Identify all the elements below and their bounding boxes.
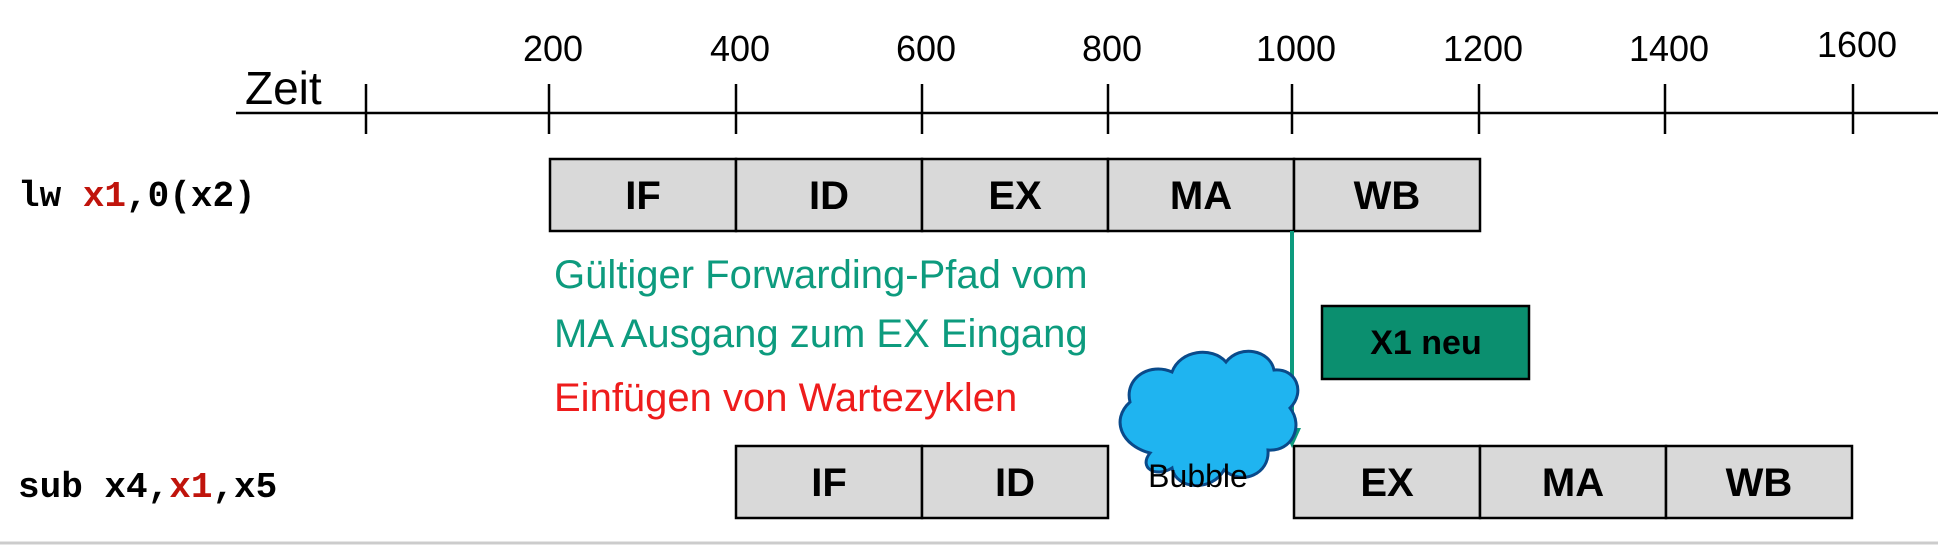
stall-text: Einfügen von Wartezyklen [554,376,1017,420]
time-tick-label: 1000 [1256,28,1336,69]
stage-label: MA [1542,461,1604,505]
time-tick-label: 1200 [1443,28,1523,69]
stage-label: IF [811,461,847,505]
stage-label: MA [1170,174,1232,218]
bubble-label: Bubble [1148,458,1248,494]
instruction-text: ,0(x2) [126,176,256,217]
stage-wb: WB [1292,157,1482,233]
stage-label: IF [625,174,661,218]
forwarding-text-line1: Gültiger Forwarding-Pfad vom [554,253,1088,297]
register-value-box: X1 neu [1320,304,1531,381]
time-axis-label: Zeit [245,62,322,114]
time-axis-ticks: 200 400 600 800 1000 1200 1400 1600 [523,24,1897,134]
stage-label: EX [988,174,1042,218]
time-tick-label: 400 [710,28,770,69]
instruction-text: lw [18,176,83,217]
instruction-text: sub x4, [18,467,169,508]
stage-label: ID [995,461,1035,505]
stage-id: ID [734,157,924,233]
forwarding-text-line2: MA Ausgang zum EX Eingang [554,312,1088,356]
time-tick-label: 600 [896,28,956,69]
register-highlight: x1 [169,467,212,508]
time-tick-label: 800 [1082,28,1142,69]
bubble-stall: Bubble [1118,349,1300,494]
register-highlight: x1 [83,176,126,217]
time-tick-label: 1600 [1817,24,1897,65]
stage-if: IF [548,157,738,233]
stage-wb: WB [1664,444,1854,520]
stage-label: EX [1360,461,1414,505]
stage-label: WB [1354,174,1421,218]
stage-ex: EX [920,157,1110,233]
instruction-lw: lw x1,0(x2) [18,176,256,217]
instruction-sub: sub x4,x1,x5 [18,467,277,508]
stage-ma: MA [1106,157,1296,233]
time-tick-label: 200 [523,28,583,69]
stage-label: WB [1726,461,1793,505]
stage-if: IF [734,444,924,520]
instruction-text: ,x5 [212,467,277,508]
register-value-label: X1 neu [1370,324,1481,362]
time-axis: Zeit 200 400 600 800 1000 1200 1400 1600 [236,24,1938,134]
pipeline-row-lw: IF ID EX MA WB [548,157,1482,233]
stage-id: ID [920,444,1110,520]
pipeline-row-sub: IF ID EX MA WB [734,444,1854,520]
stage-ma: MA [1478,444,1668,520]
stage-ex: EX [1292,444,1482,520]
stage-label: ID [809,174,849,218]
time-tick-label: 1400 [1629,28,1709,69]
